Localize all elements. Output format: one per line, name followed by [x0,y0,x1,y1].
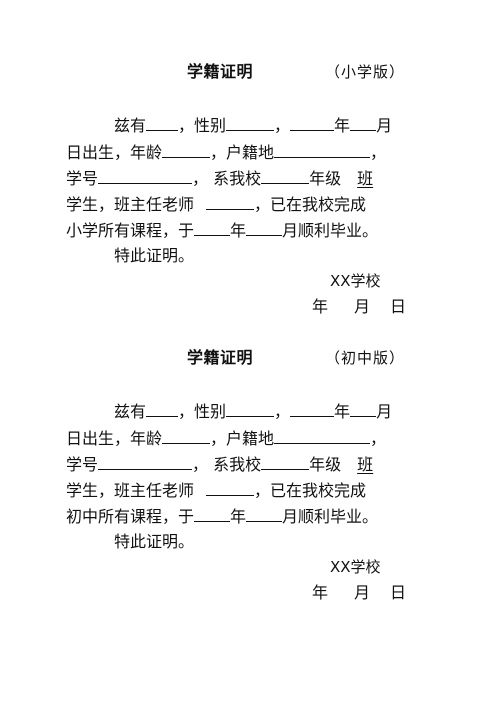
signature-date: 年月日 [312,297,407,316]
name-blank [146,402,179,417]
grade-blank [261,455,310,470]
body-line-5: 小学所有课程，于年月顺利毕业。 [66,221,379,240]
age-blank [162,429,211,444]
birth-year-blank [290,116,335,131]
name-blank [146,116,179,131]
signature-school: XX学校 [330,272,381,290]
certificate-title: 学籍证明 [187,348,254,367]
graduation-year-blank [194,221,231,236]
body-line-4: 学生，班主任老师，已在我校完成 [66,195,367,214]
graduation-month-blank [246,221,283,236]
student-number-blank [98,169,193,184]
body-line-4: 学生，班主任老师，已在我校完成 [66,481,367,500]
domicile-blank [274,143,371,158]
body-line-1: 兹有，性别，年月 [114,116,393,135]
graduation-month-blank [246,507,283,522]
certificate-junior: 学籍证明 （初中版） 兹有，性别，年月 日出生，年龄，户籍地， 学号， 系我校年… [0,348,496,602]
body-line-2: 日出生，年龄，户籍地， [66,429,387,448]
gender-blank [226,402,275,417]
body-line-3: 学号， 系我校年级班 [66,455,374,474]
certificate-edition: （初中版） [325,349,406,367]
teacher-blank [206,195,255,210]
birth-month-blank [350,116,377,131]
body-line-5: 初中所有课程，于年月顺利毕业。 [66,507,379,526]
closing-line: 特此证明。 [114,532,195,551]
birth-month-blank [350,402,377,417]
domicile-blank [274,429,371,444]
age-blank [162,143,211,158]
closing-line: 特此证明。 [114,246,195,265]
certificate-title: 学籍证明 [187,62,254,81]
certificate-edition: （小学版） [325,63,406,81]
certificate-header: 学籍证明 （初中版） [0,348,496,374]
gender-blank [226,116,275,131]
body-line-2: 日出生，年龄，户籍地， [66,143,387,162]
student-number-blank [98,455,193,470]
graduation-year-blank [194,507,231,522]
body-line-3: 学号， 系我校年级班 [66,169,374,188]
signature-date: 年月日 [312,583,407,602]
certificate-primary: 学籍证明 （小学版） 兹有，性别，年月 日出生，年龄，户籍地， 学号， 系我校年… [0,62,496,316]
grade-blank [261,169,310,184]
signature-school: XX学校 [330,558,381,576]
body-line-1: 兹有，性别，年月 [114,402,393,421]
birth-year-blank [290,402,335,417]
certificate-header: 学籍证明 （小学版） [0,62,496,88]
teacher-blank [206,481,255,496]
